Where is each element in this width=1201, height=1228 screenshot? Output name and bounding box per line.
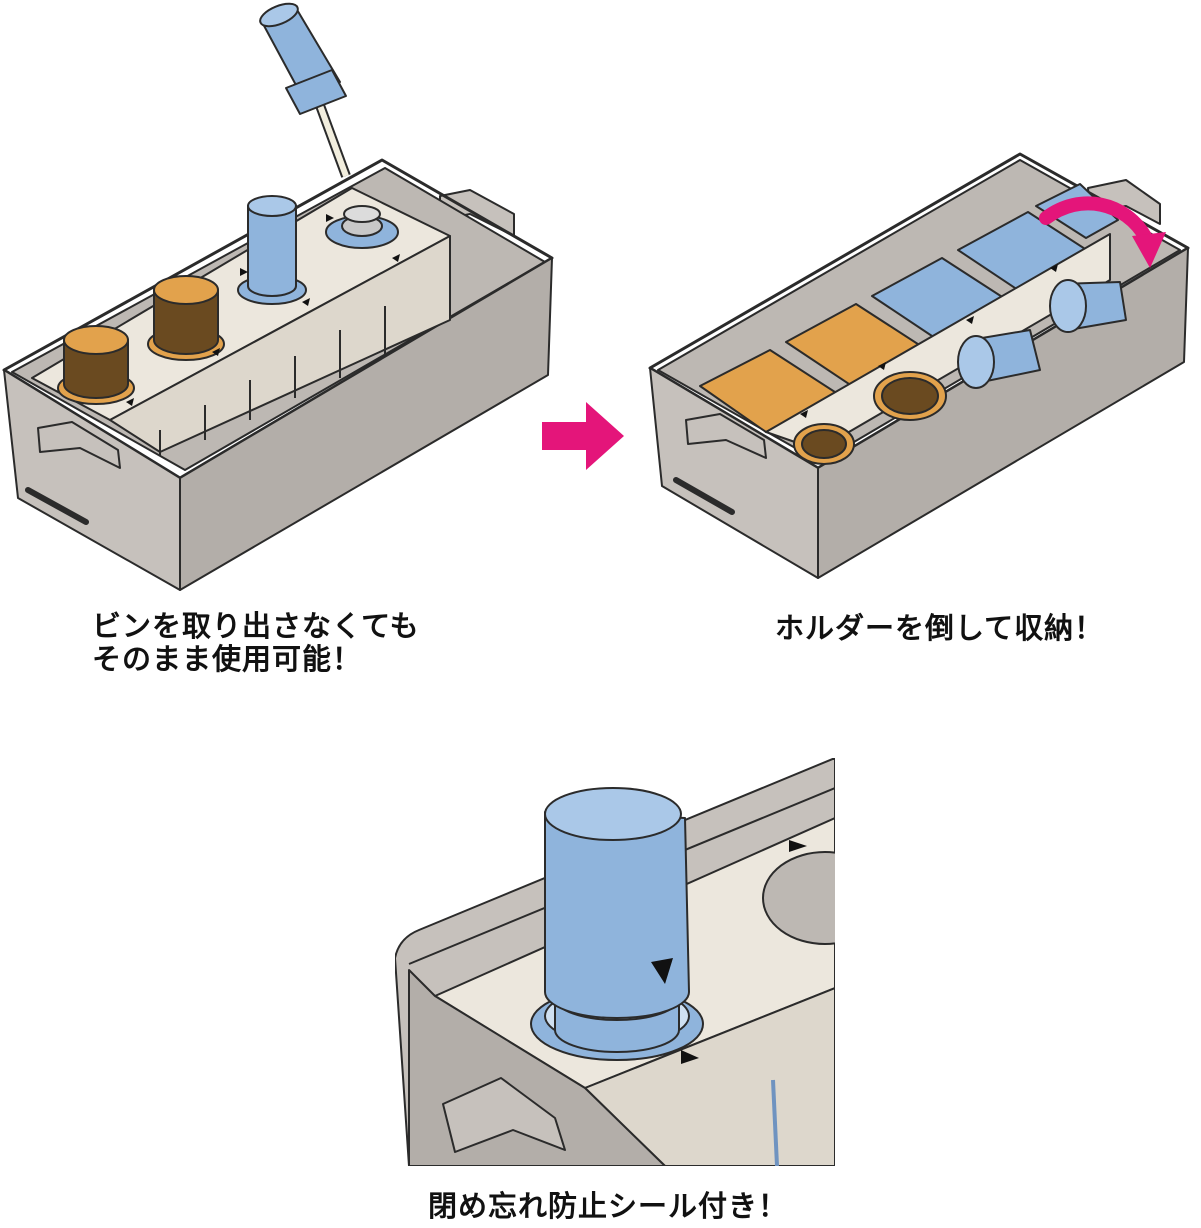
tray-side-wall bbox=[179, 257, 553, 591]
caption-left-line1: ビンを取り出さなくても bbox=[92, 609, 420, 643]
caption-bottom: 閉め忘れ防止シール付き！ bbox=[428, 1189, 789, 1223]
amber-cap-2 bbox=[153, 289, 219, 355]
closeup-svg bbox=[395, 758, 835, 1166]
amber-cap-1 bbox=[63, 339, 129, 399]
illustration-holder-upright bbox=[0, 0, 560, 600]
tray-handle-front bbox=[37, 421, 121, 469]
curved-rotate-arrow-icon bbox=[1039, 196, 1153, 245]
caption-left: ビンを取り出さなくても そのまま使用可能！ bbox=[92, 610, 420, 676]
illustration-holder-stowed bbox=[640, 150, 1201, 590]
holder-front bbox=[109, 235, 451, 453]
caption-right: ホルダーを倒して収納！ bbox=[775, 611, 1105, 645]
triangle-marker-icon bbox=[651, 958, 673, 984]
holder-stowed-svg bbox=[648, 152, 1190, 579]
illustration-closeup bbox=[395, 758, 835, 1166]
blue-cap-standing bbox=[247, 205, 297, 297]
blue-cap-closeup bbox=[544, 811, 690, 1019]
right-arrow-icon bbox=[542, 402, 624, 470]
tray-handle bbox=[442, 1077, 566, 1153]
caption-left-line2: そのまま使用可能！ bbox=[92, 642, 363, 676]
holder-upright-svg bbox=[2, 2, 554, 591]
tray-handle-front bbox=[685, 413, 767, 459]
triangle-marker-icon bbox=[126, 398, 134, 406]
